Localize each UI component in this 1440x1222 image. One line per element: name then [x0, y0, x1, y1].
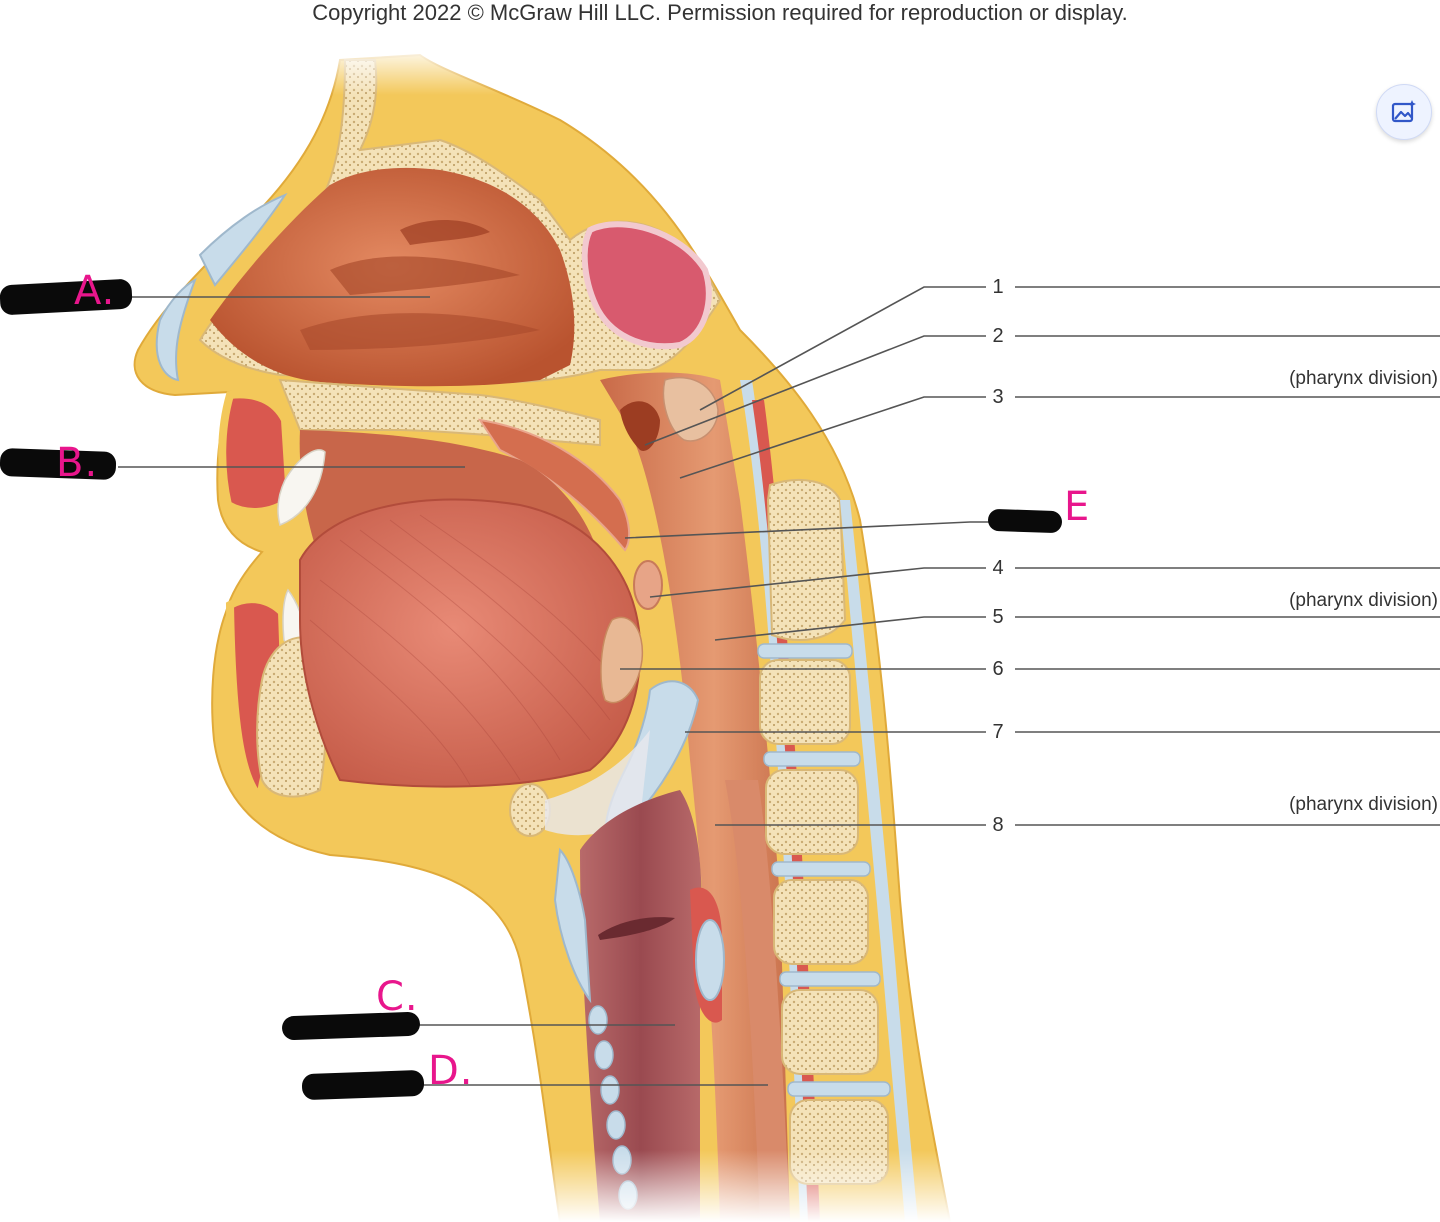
- label-number-6: 6: [986, 658, 1010, 681]
- leader-line-1: [699, 286, 986, 411]
- handwritten-label-e: E: [1064, 484, 1091, 530]
- inferior-concha: [300, 313, 540, 350]
- tongue-muscle-fibers: [309, 514, 626, 786]
- leader-line-e: [624, 521, 992, 539]
- image-action-button[interactable]: [1376, 84, 1432, 140]
- label-number-3: 3: [986, 386, 1010, 409]
- pharyngeal-tonsil: [662, 376, 719, 442]
- sphenoid-sinus: [581, 221, 712, 350]
- upper-incisor: [277, 449, 326, 527]
- auditory-tube-opening: [620, 401, 660, 451]
- sublabel-pharynx-division-2: (pharynx division): [1289, 368, 1438, 389]
- label-number-2: 2: [986, 325, 1010, 348]
- sublabel-pharynx-division-4: (pharynx division): [1289, 590, 1438, 611]
- nasal-cartilage: [155, 277, 197, 382]
- sublabel-pharynx-division-7: (pharynx division): [1289, 794, 1438, 815]
- leader-line-3: [679, 396, 986, 479]
- middle-concha: [330, 256, 520, 295]
- leader-lines: [118, 286, 1440, 1086]
- esophagus: [725, 780, 790, 1222]
- thyroid-cartilage: [553, 847, 592, 1004]
- redaction-scribble-d: [301, 1069, 425, 1101]
- lingual-tonsil: [600, 616, 644, 704]
- hyoid-bone: [509, 783, 551, 837]
- nasal-bone-strip: [198, 192, 288, 287]
- copyright-notice: Copyright 2022 © McGraw Hill LLC. Permis…: [312, 0, 1128, 25]
- hard-palate: [278, 378, 601, 447]
- palatine-tonsil: [633, 560, 663, 610]
- handwritten-label-a: A.: [74, 268, 116, 314]
- thyrohyoid-membrane: [545, 730, 650, 836]
- upper-lip: [218, 390, 295, 516]
- label-number-5: 5: [986, 606, 1010, 629]
- superior-concha: [400, 220, 490, 245]
- pharynx: [600, 372, 790, 1222]
- label-number-1: 1: [986, 276, 1010, 299]
- label-number-8: 8: [986, 814, 1010, 837]
- leader-line-4: [649, 567, 986, 598]
- leader-line-5: [714, 616, 986, 641]
- label-number-4: 4: [986, 557, 1010, 580]
- handwritten-label-c: C.: [376, 974, 419, 1020]
- handwritten-label-d: D.: [428, 1048, 474, 1094]
- tongue: [299, 498, 642, 788]
- label-number-7: 7: [986, 721, 1010, 744]
- cricoid-cartilage: [695, 919, 725, 1001]
- intervertebral-discs: [757, 643, 891, 1097]
- image-sparkle-icon: [1391, 100, 1416, 123]
- ligamentum-nuchae: [840, 500, 918, 1222]
- vocal-fold: [598, 917, 675, 940]
- soft-palate: [477, 418, 631, 552]
- redaction-scribble-e: [987, 508, 1063, 534]
- handwritten-label-b: B.: [56, 440, 99, 486]
- leader-line-2: [644, 335, 986, 446]
